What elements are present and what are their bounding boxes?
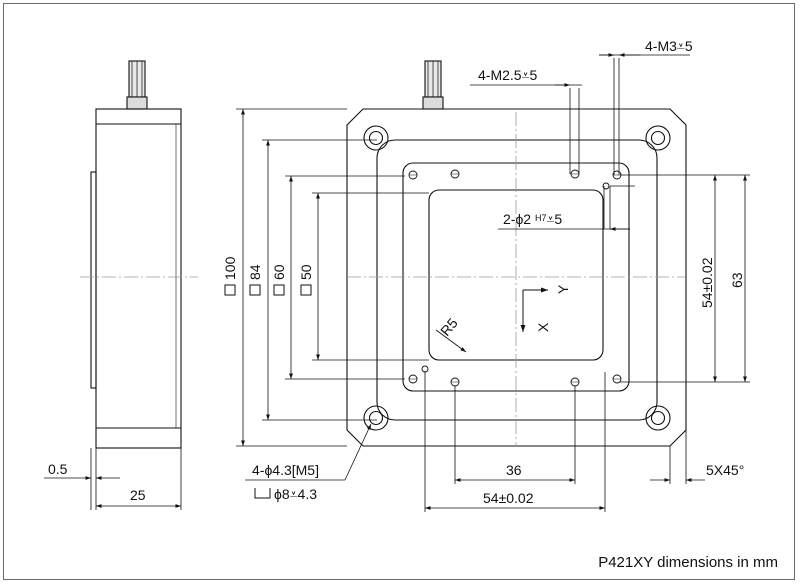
side-view bbox=[44, 60, 198, 510]
threaded-holes bbox=[408, 169, 622, 387]
dim-chamfer: 5X45° bbox=[706, 462, 744, 478]
axis-x-label: X bbox=[535, 322, 551, 332]
callout-m25: 4-M2.5⩡5 bbox=[478, 67, 537, 83]
drawing-frame bbox=[3, 3, 795, 580]
counterbore-symbol bbox=[254, 488, 271, 499]
dim-h54: 54±0.02 bbox=[483, 490, 534, 506]
top-callouts bbox=[470, 53, 690, 231]
dim-v54: 54±0.02 bbox=[699, 257, 715, 308]
mounting-holes bbox=[363, 125, 671, 431]
side-body bbox=[95, 108, 182, 449]
dim-sq84: 84 bbox=[247, 264, 263, 280]
dim-sq100: 100 bbox=[222, 256, 238, 280]
xy-axes bbox=[520, 287, 548, 332]
dim-sq50: 50 bbox=[298, 264, 314, 280]
axis-y-label: Y bbox=[555, 284, 571, 294]
callout-m3: 4-M3⩡5 bbox=[645, 38, 693, 54]
dim-36: 36 bbox=[506, 462, 522, 478]
drawing-caption: P421XY dimensions in mm bbox=[598, 554, 778, 571]
callout-phi2: 2-ϕ2 H7⩡5 bbox=[503, 211, 562, 227]
square-symbol bbox=[224, 284, 312, 296]
outer-plate bbox=[346, 108, 687, 447]
callout-r5: R5 bbox=[437, 315, 461, 339]
callout-cbore: ϕ8⩡4.3 bbox=[274, 486, 317, 502]
left-dimensions bbox=[236, 108, 429, 447]
dim-v63: 63 bbox=[729, 272, 745, 288]
callout-hole: 4-ϕ4.3[M5] bbox=[252, 462, 319, 478]
top-view bbox=[346, 60, 687, 447]
dim-thickness-25: 25 bbox=[130, 487, 146, 503]
dim-sq60: 60 bbox=[271, 264, 287, 280]
right-dimensions bbox=[610, 174, 750, 383]
frame-84 bbox=[376, 139, 658, 421]
dim-thickness-05: 0.5 bbox=[48, 461, 68, 477]
bottom-dimensions bbox=[245, 372, 705, 512]
